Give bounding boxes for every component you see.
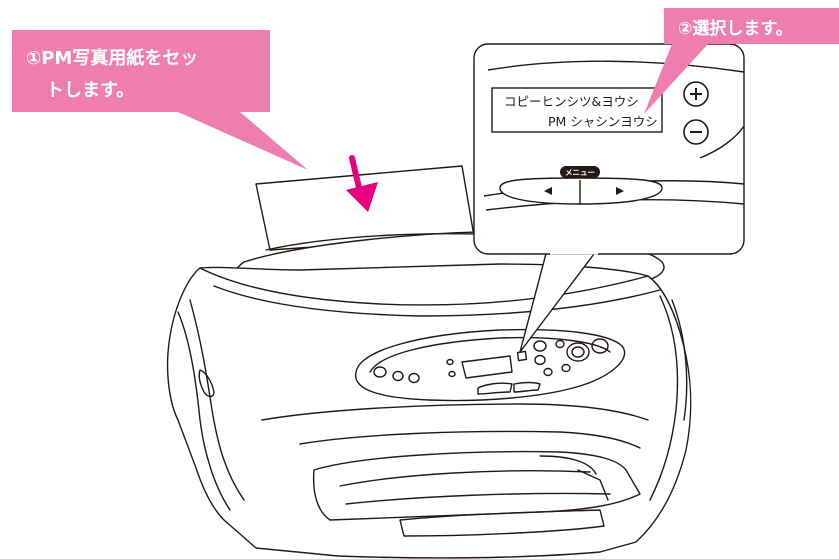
lcd-line-1: コピーヒンシツ&ヨウシ — [504, 94, 639, 109]
menu-pill — [560, 166, 600, 178]
output-tray — [312, 450, 641, 521]
printer — [166, 165, 692, 559]
callout-step-1: ①PM写真用紙をセッ トします。 — [12, 30, 308, 170]
callout-step-1-line-1: ①PM写真用紙をセッ — [26, 47, 198, 69]
callout-step-2-text: ②選択します。 — [678, 18, 793, 39]
menu-label: メニュー — [565, 168, 595, 177]
lcd-line-2: PM シャシンヨウシ — [548, 114, 658, 129]
down-arrow-icon — [346, 155, 378, 212]
right-triangle-icon — [616, 187, 624, 195]
menu-nav-outline — [499, 177, 663, 205]
zoomed-panel: コピーヒンシツ&ヨウシ PM シャシンヨウシ メニュー — [473, 43, 745, 255]
minus-button[interactable] — [683, 119, 709, 145]
menu-right-button[interactable] — [616, 187, 624, 195]
plus-icon — [690, 88, 702, 100]
left-triangle-icon — [544, 187, 552, 195]
callout-step-1-line-2: トします。 — [46, 80, 134, 101]
plus-button[interactable] — [683, 81, 709, 107]
callout-step-2: ②選択します。 — [644, 8, 839, 114]
lcd-screen — [491, 87, 663, 133]
menu-left-button[interactable] — [544, 187, 552, 195]
